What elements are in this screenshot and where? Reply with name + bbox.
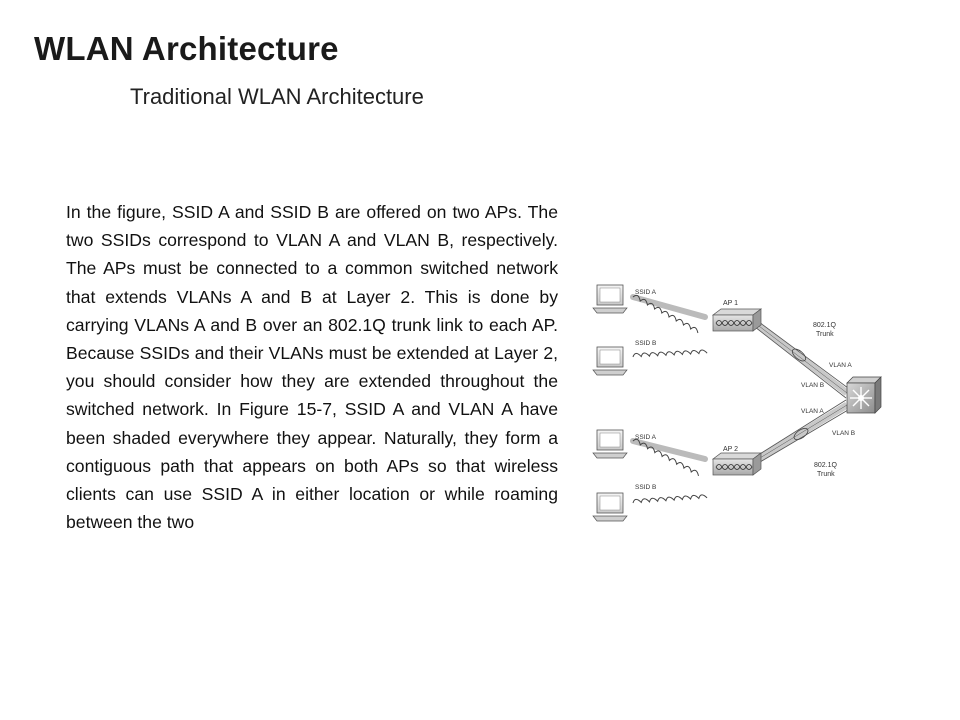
vlan-b-label: VLAN B bbox=[801, 382, 824, 389]
access-point-ap2 bbox=[711, 452, 763, 476]
switch-icon bbox=[846, 376, 882, 414]
ap2-label: AP 2 bbox=[723, 446, 738, 453]
slide-title: WLAN Architecture bbox=[34, 30, 339, 67]
access-point-ap1 bbox=[711, 308, 763, 332]
wireless-link-ssid-b-ap1 bbox=[632, 349, 708, 358]
vlan-b-label: VLAN B bbox=[832, 430, 855, 437]
trunk-label-top: 802.1Q bbox=[813, 322, 837, 329]
ssid-b-label: SSID B bbox=[635, 484, 656, 491]
laptop-icon bbox=[592, 284, 628, 314]
ssid-b-label: SSID B bbox=[635, 340, 656, 347]
ap1-label: AP 1 bbox=[723, 300, 738, 307]
vlan-a-label: VLAN A bbox=[829, 362, 852, 369]
laptop-icon bbox=[592, 429, 628, 459]
laptop-icon bbox=[592, 492, 628, 522]
ssid-a-label: SSID A bbox=[635, 434, 657, 441]
trunk-marker-icon bbox=[793, 427, 809, 441]
wireless-link-ssid-b-ap2 bbox=[632, 494, 708, 504]
trunk-link-ap1 bbox=[752, 318, 850, 399]
wlan-network-diagram: SSID A SSID B SSID A SSID B AP 1 AP 2 bbox=[592, 284, 882, 522]
ssid-a-label: SSID A bbox=[635, 289, 657, 296]
trunk-label-top: Trunk bbox=[816, 331, 834, 338]
slide-subtitle: Traditional WLAN Architecture bbox=[130, 84, 424, 109]
vlan-a-label: VLAN A bbox=[801, 408, 824, 415]
trunk-label-bottom: Trunk bbox=[817, 471, 835, 478]
trunk-link-ap2 bbox=[753, 399, 849, 466]
trunk-label-bottom: 802.1Q bbox=[814, 462, 838, 469]
wireless-link-ssid-a-ap1 bbox=[630, 294, 708, 334]
wireless-link-ssid-a-ap2 bbox=[630, 438, 708, 476]
trunk-marker-icon bbox=[791, 348, 807, 362]
laptop-icon bbox=[592, 346, 628, 376]
slide-body-text: In the figure, SSID A and SSID B are off… bbox=[66, 202, 558, 533]
